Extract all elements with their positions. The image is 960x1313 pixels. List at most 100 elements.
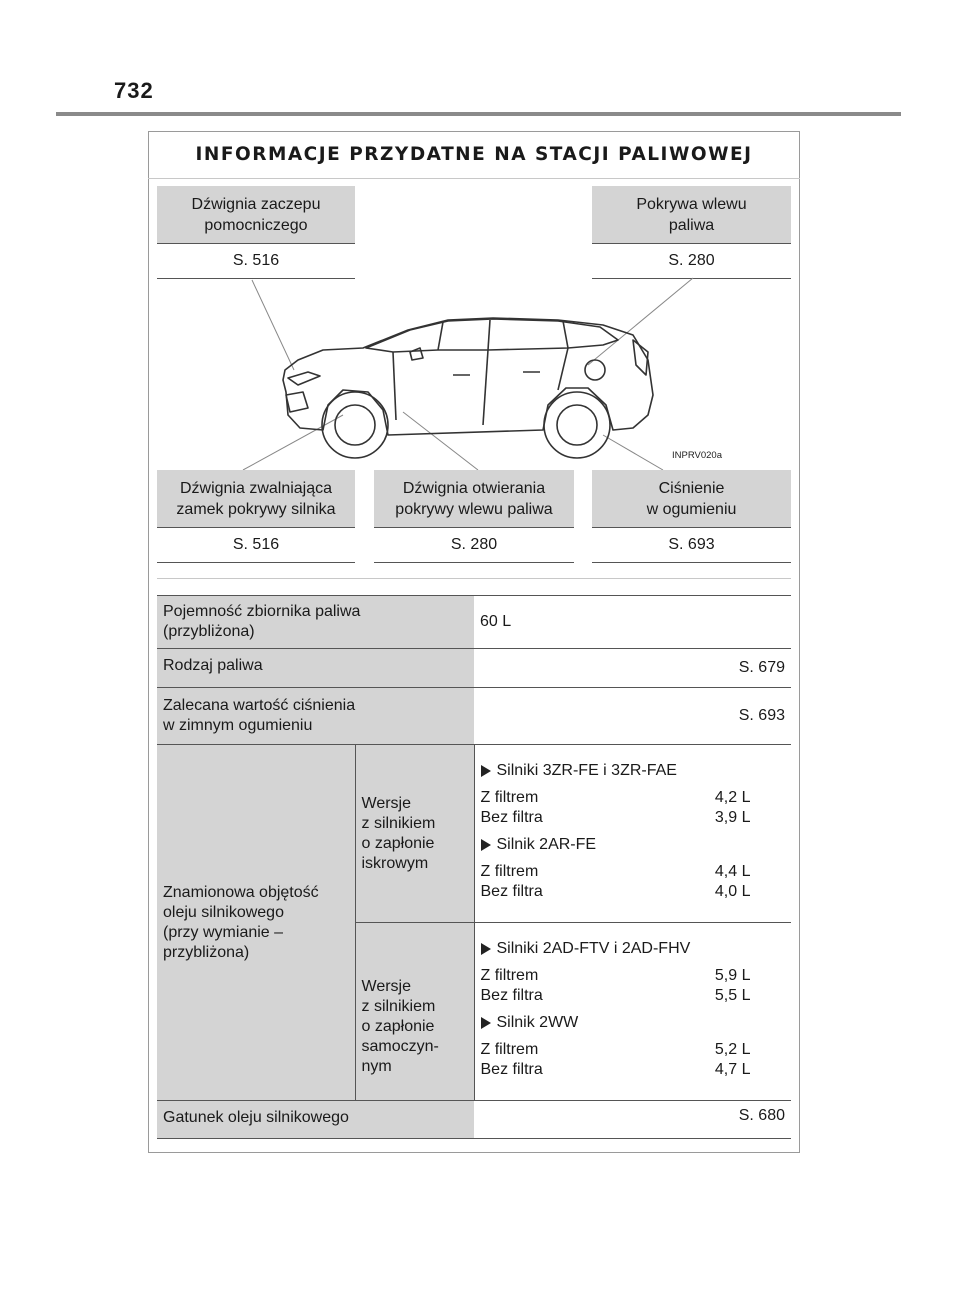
info-frame xyxy=(148,131,800,1153)
callout-line: Ciśnienie xyxy=(658,479,725,497)
capacity-value: 4,2 L xyxy=(714,788,751,806)
rear-wheel xyxy=(543,391,611,459)
row-label-line: przybliżona) xyxy=(163,943,250,961)
arrow-right-icon xyxy=(480,764,491,777)
capacity-label: Bez filtra xyxy=(480,986,543,1004)
sub-label-spark: Wersje z silnikiem o zapłonie iskrowym xyxy=(354,744,475,923)
sub-label-line: z silnikiem xyxy=(361,997,436,1015)
page-ref-link[interactable]: S. 693 xyxy=(474,687,791,745)
sub-label-line: o zapłonie xyxy=(361,834,435,852)
callout-line: Dźwignia otwierania xyxy=(402,479,546,497)
callout-hood-release: Dźwignia zwalniająca zamek pokrywy silnik… xyxy=(157,470,355,528)
car-windows xyxy=(365,318,619,353)
capacity-value: 5,2 L xyxy=(714,1040,751,1058)
capacity-value: 4,0 L xyxy=(714,882,751,900)
row-label-line: (przybliżona) xyxy=(163,623,255,640)
engine-heading: Silniki 2AD-FTV i 2AD-FHV xyxy=(480,939,786,958)
sub-label-line: o zapłonie xyxy=(361,1017,435,1035)
taillight xyxy=(632,339,649,376)
engine-heading: Silnik 2WW xyxy=(480,1014,786,1032)
page-number: 732 xyxy=(114,78,154,103)
callout-line: paliwa xyxy=(668,216,715,234)
window-pillar xyxy=(562,320,569,349)
table-row: Gatunek oleju silnikowego S. 680 xyxy=(157,1100,791,1139)
capacity-row: Bez filtra 5,5 L xyxy=(481,986,751,1006)
headlight xyxy=(287,371,321,386)
grille xyxy=(285,391,309,413)
window-pillar xyxy=(487,319,491,351)
row-label-line: (przy wymianie – xyxy=(163,923,284,941)
page-ref-link[interactable]: S. 280 xyxy=(374,528,574,563)
table-row: Znamionowa objętość oleju silnikowego (p… xyxy=(157,744,791,1101)
page-ref-link[interactable]: S. 680 xyxy=(474,1100,791,1139)
page-ref-link[interactable]: S. 516 xyxy=(157,528,355,563)
engine-name: Silnik 2AR-FE xyxy=(496,835,597,853)
capacity-row: Z filtrem 5,2 L xyxy=(481,1040,751,1060)
rear-rim xyxy=(556,404,598,446)
row-label-line: oleju silnikowego xyxy=(163,903,284,921)
callout-fuel-door-opener: Dźwignia otwierania pokrywy wlewu paliwa xyxy=(374,470,574,528)
capacity-label: Z filtrem xyxy=(480,966,539,984)
fuel-door xyxy=(584,359,606,381)
page-ref-link[interactable]: S. 280 xyxy=(592,244,791,279)
page-ref-link[interactable]: S. 693 xyxy=(592,528,791,563)
door-line xyxy=(557,347,569,391)
row-label-line: Pojemność zbiornika paliwa xyxy=(163,603,361,620)
sub-label-line: Wersje xyxy=(361,794,412,812)
callout-line: pomocniczego xyxy=(204,216,308,234)
row-label: Znamionowa objętość oleju silnikowego (p… xyxy=(157,744,355,1101)
arrow-right-icon xyxy=(480,838,491,851)
capacity-label: Z filtrem xyxy=(480,862,539,880)
capacity-label: Z filtrem xyxy=(480,1040,539,1058)
callout-line: pokrywy wlewu paliwa xyxy=(395,500,553,518)
car-illustration xyxy=(242,277,694,470)
row-value: 60 L xyxy=(474,595,791,649)
door-line xyxy=(482,349,489,426)
figure-id: INPRV020a xyxy=(672,450,722,461)
engine-heading: Silniki 3ZR-FE i 3ZR-FAE xyxy=(480,761,786,780)
callout-line: Dźwignia zwalniająca xyxy=(179,479,333,497)
page-title: INFORMACJE PRZYDATNE NA STACJI PALIWOWEJ xyxy=(148,131,800,179)
page-ref-link[interactable]: S. 679 xyxy=(474,648,791,688)
sub-label-line: iskrowym xyxy=(361,854,429,872)
capacity-value: 5,5 L xyxy=(714,986,751,1004)
leader-line xyxy=(251,279,295,371)
page-ref-link[interactable]: S. 516 xyxy=(157,244,355,279)
sub-label-line: z silnikiem xyxy=(361,814,436,832)
table-row: Pojemność zbiornika paliwa(przybliżona) … xyxy=(157,595,791,649)
capacity-label: Bez filtra xyxy=(480,808,543,826)
car-body xyxy=(282,317,654,436)
table-row: Rodzaj paliwa S. 679 xyxy=(157,648,791,688)
leader-line xyxy=(587,277,694,366)
window-pillar xyxy=(437,321,444,351)
engine-name: Silniki 3ZR-FE i 3ZR-FAE xyxy=(496,761,677,779)
row-label: Rodzaj paliwa xyxy=(157,648,474,688)
engine-name: Silniki 2AD-FTV i 2AD-FHV xyxy=(496,939,691,957)
header-rule xyxy=(56,112,901,116)
callout-line: zamek pokrywy silnika xyxy=(176,500,336,518)
mirror xyxy=(409,347,424,361)
row-label-line: Zalecana wartość ciśnienia xyxy=(163,697,356,714)
door-line xyxy=(392,351,397,421)
sub-label-diesel: Wersje z silnikiem o zapłonie samoczyn- … xyxy=(354,922,475,1101)
capacity-label: Bez filtra xyxy=(480,1060,543,1078)
row-label-line: Znamionowa objętość xyxy=(163,883,319,901)
capacity-value: 3,9 L xyxy=(714,808,751,826)
capacity-row: Bez filtra 3,9 L xyxy=(481,808,751,828)
sub-label-line: Wersje xyxy=(361,977,412,995)
